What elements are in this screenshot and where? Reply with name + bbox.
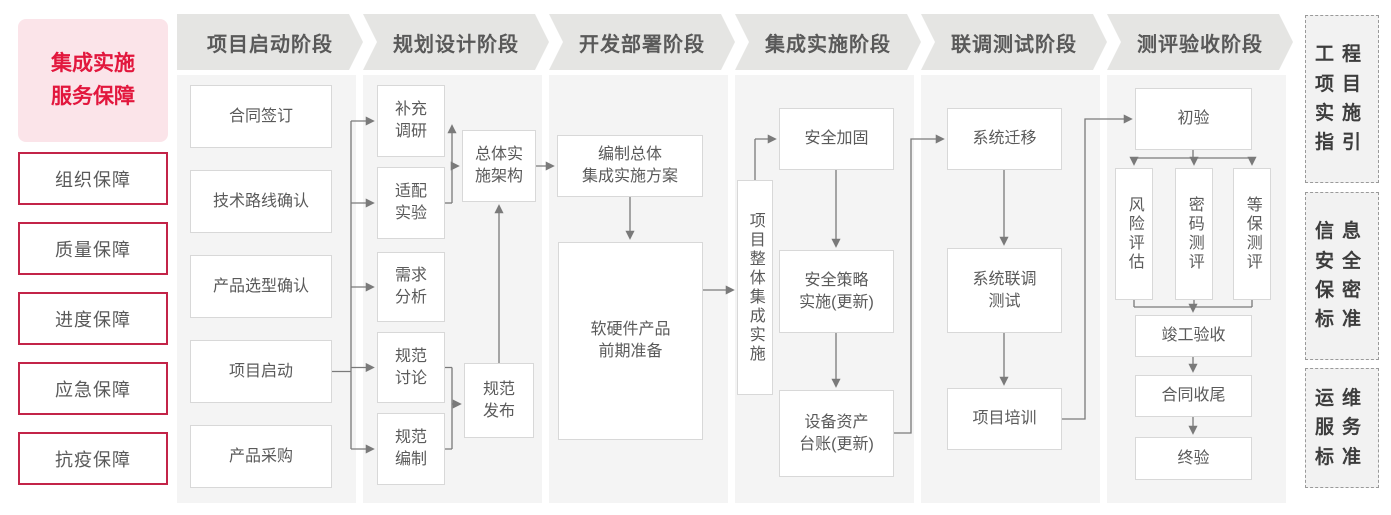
box-spec-drafting: 规范 编制 [377,413,445,485]
box-contract-signing: 合同签订 [190,85,332,148]
box-supplementary-research: 补充 调研 [377,85,445,157]
standard-operation-service-label: 运维服务标准 [1314,387,1369,468]
box-equipment-asset-ledger: 设备资产 台账(更新) [779,390,894,477]
box-spec-discussion: 规范 讨论 [377,332,445,403]
guarantee-organization: 组织保障 [18,152,168,205]
box-spec-release: 规范 发布 [464,363,534,438]
box-tech-route-confirm: 技术路线确认 [190,170,332,233]
box-product-selection: 产品选型确认 [190,255,332,318]
diagram-title: 集成实施 服务保障 [18,19,168,142]
phase-header-planning-design: 规划设计阶段 [363,14,549,70]
box-overall-project-integration: 项目整体集成实施 [737,180,773,395]
box-system-migration: 系统迁移 [947,108,1062,170]
standard-security-confidentiality: 信息安全保密标准 [1305,192,1379,360]
box-system-joint-testing: 系统联调 测试 [947,248,1062,333]
phase-header-joint-testing: 联调测试阶段 [921,14,1107,70]
phase-header-dev-deployment: 开发部署阶段 [549,14,735,70]
guarantee-emergency: 应急保障 [18,362,168,415]
box-crypto-evaluation: 密码测评 [1175,168,1213,300]
box-initial-acceptance: 初验 [1135,88,1252,150]
box-contract-closure: 合同收尾 [1135,375,1252,417]
box-risk-assessment: 风险评估 [1115,168,1153,300]
box-completion-acceptance: 竣工验收 [1135,315,1252,357]
box-hw-sw-preparation: 软硬件产品 前期准备 [558,242,703,440]
box-requirement-analysis: 需求 分析 [377,252,445,322]
box-security-policy-impl: 安全策略 实施(更新) [779,250,894,333]
guarantee-schedule: 进度保障 [18,292,168,345]
standard-operation-service: 运维服务标准 [1305,368,1379,488]
standard-engineering-guideline: 工程项目实施指引 [1305,15,1379,183]
phase-header-integration-impl: 集成实施阶段 [735,14,921,70]
box-project-kickoff: 项目启动 [190,340,332,403]
box-project-training: 项目培训 [947,388,1062,450]
box-product-procurement: 产品采购 [190,425,332,488]
box-adaptation-experiment: 适配 实验 [377,167,445,239]
box-overall-impl-architecture: 总体实 施架构 [462,130,536,202]
standard-engineering-guideline-label: 工程项目实施指引 [1314,44,1369,154]
phase-header-project-startup: 项目启动阶段 [177,14,363,70]
box-classified-protection-evaluation: 等保测评 [1233,168,1271,300]
phase-header-eval-acceptance: 测评验收阶段 [1107,14,1293,70]
box-final-acceptance: 终验 [1135,437,1252,480]
standard-security-confidentiality-label: 信息安全保密标准 [1314,221,1369,331]
guarantee-quality: 质量保障 [18,222,168,275]
guarantee-epidemic: 抗疫保障 [18,432,168,485]
box-overall-integration-plan: 编制总体 集成实施方案 [557,135,703,197]
box-security-hardening: 安全加固 [779,108,894,170]
